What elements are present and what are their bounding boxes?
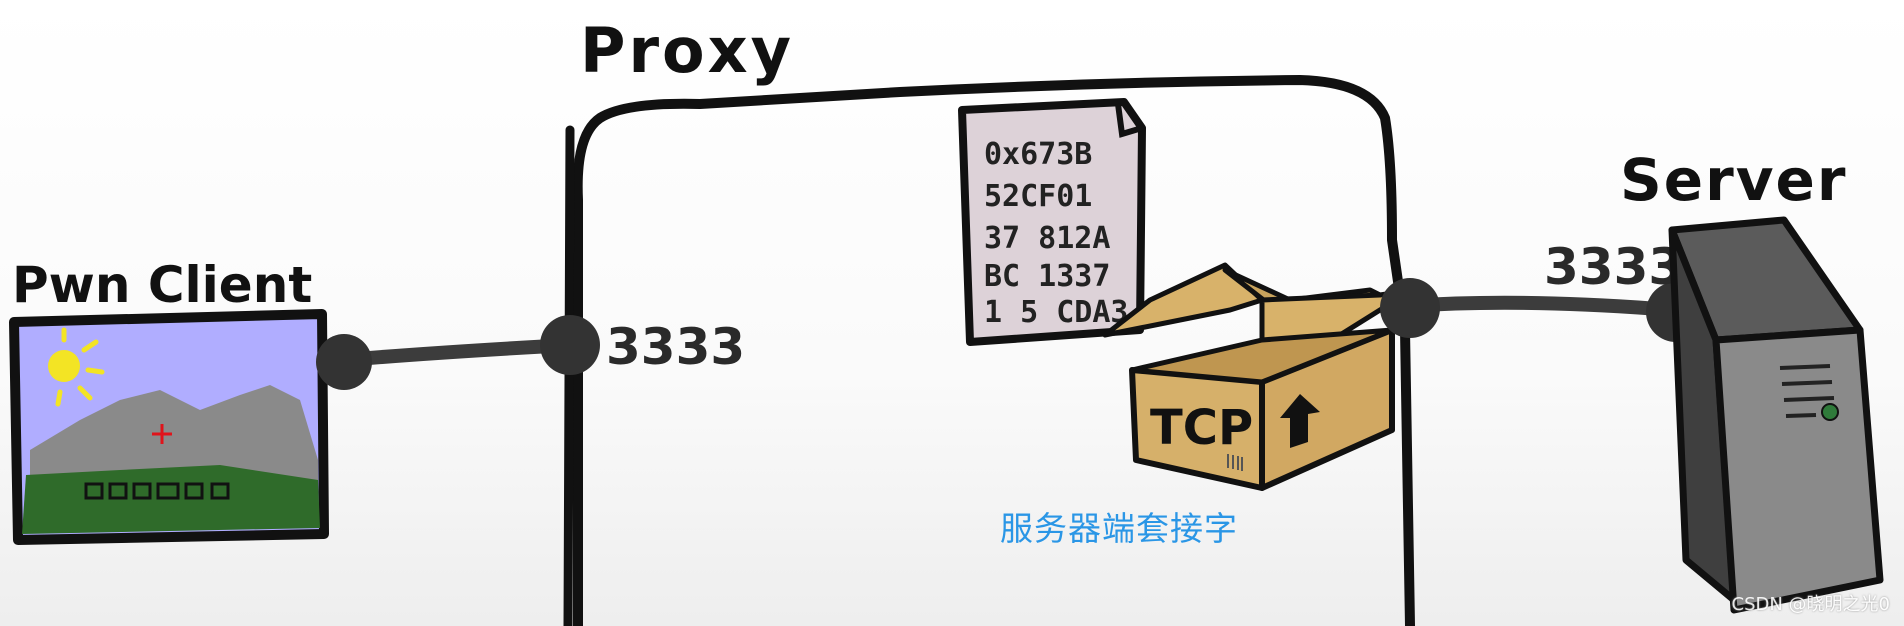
client-cable [344, 345, 570, 360]
tcp-label: TCP [1150, 400, 1253, 456]
hex-line-4: BC 1337 [984, 259, 1110, 294]
server-title: Server [1620, 146, 1847, 214]
hex-document: 0x673B 52CF01 37 812A BC 1337 1 5 CDA3 [962, 102, 1142, 342]
hex-line-1: 0x673B [984, 137, 1092, 172]
server-socket-caption: 服务器端套接字 [1000, 502, 1330, 550]
server-port-label: 3333 [1544, 238, 1683, 296]
client-cable-plug [316, 334, 372, 390]
server-cable [1410, 303, 1672, 310]
hex-line-5: 1 5 CDA3 [984, 295, 1129, 330]
client-title: Pwn Client [12, 256, 312, 314]
server-tower-icon [1672, 220, 1880, 610]
server-power-led-icon [1822, 404, 1838, 420]
watermark: CSDN @晓明之光0 [1732, 590, 1891, 616]
tcp-box: TCP [1105, 265, 1412, 488]
hex-line-2: 52CF01 [984, 179, 1092, 214]
proxy-cable-plug-right [1380, 278, 1440, 338]
client-screen [14, 314, 324, 540]
proxy-box-left-wall [568, 130, 570, 626]
client-port-label: 3333 [606, 318, 745, 376]
proxy-title: Proxy [580, 14, 794, 87]
hex-line-3: 37 812A [984, 221, 1110, 256]
sun-icon [48, 350, 80, 382]
server-front [1716, 330, 1880, 610]
proxy-cable-plug-left [540, 315, 600, 375]
